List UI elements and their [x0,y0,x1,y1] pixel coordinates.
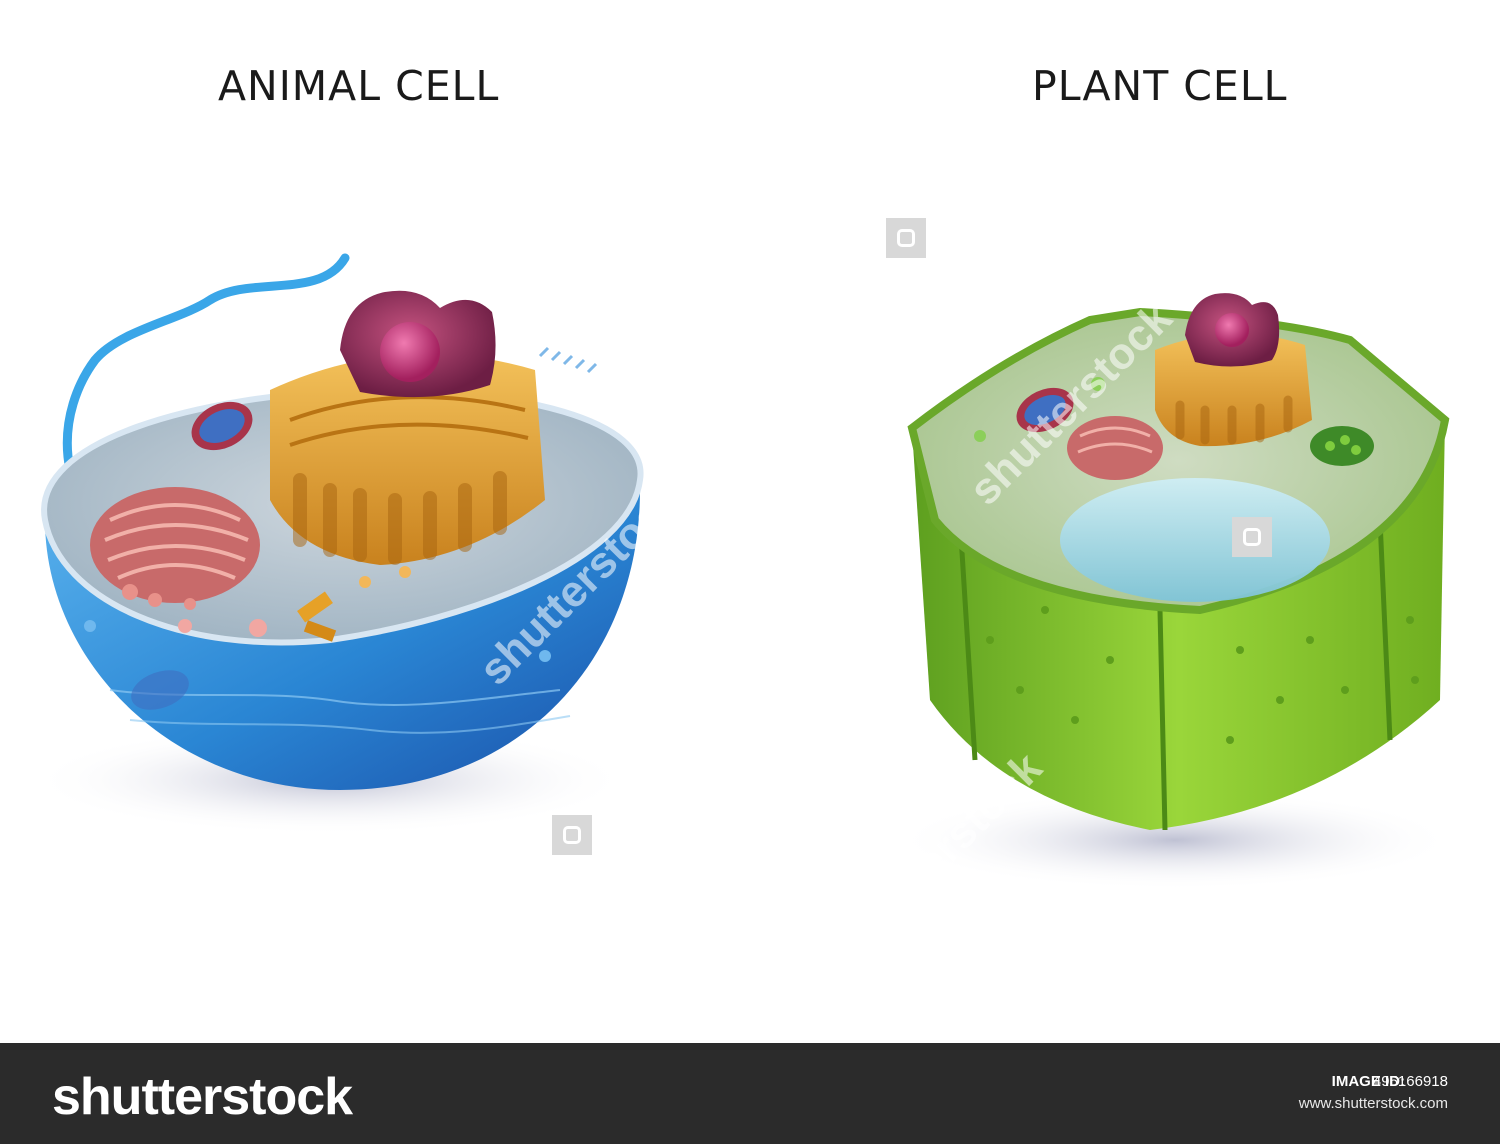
vesicle [1091,377,1105,391]
animal-cell-title: ANIMAL CELL [218,62,500,110]
plant-endoplasmic-reticulum [1067,416,1163,480]
centriole [297,591,337,642]
plant-cell-illustration [895,293,1455,890]
vesicle [249,619,267,637]
plant-cell-title: PLANT CELL [1032,62,1288,110]
vesicle [359,576,371,588]
watermark-logo-icon [552,815,592,855]
footer-site-url[interactable]: www.shutterstock.com [1298,1095,1448,1112]
plasmodesmata [986,606,1419,744]
plant-cell-shadow [895,790,1455,890]
image-id-label: IMAGE ID: [1331,1073,1405,1090]
flagellum [62,253,350,475]
image-id-value: 495166918 [1372,1073,1448,1090]
vesicle [178,619,192,633]
vesicle [539,650,551,662]
stock-footer-bar: shutterstock IMAGE ID: 495166918 www.shu… [0,1043,1500,1144]
watermark-logo-icon [1232,517,1272,557]
central-vacuole [1060,478,1330,602]
nucleolus [380,322,440,382]
watermark-logo-icon [886,218,926,258]
plant-mitochondrion [1016,387,1074,433]
vesicle [399,566,411,578]
nucleus [340,290,496,398]
vesicle [84,620,96,632]
golgi-apparatus [270,354,545,565]
mitochondrion-bowl [131,670,189,710]
vesicle [974,430,986,442]
plant-nucleus [1185,293,1280,367]
cell-illustrations [30,253,1455,890]
plant-golgi-apparatus [1155,333,1312,447]
endoplasmic-reticulum [90,487,260,610]
footer-brand-logo[interactable]: shutterstock [52,1068,353,1126]
animal-cell-illustration [30,253,644,835]
chloroplast [1310,426,1374,466]
mitochondrion-top [191,401,253,451]
